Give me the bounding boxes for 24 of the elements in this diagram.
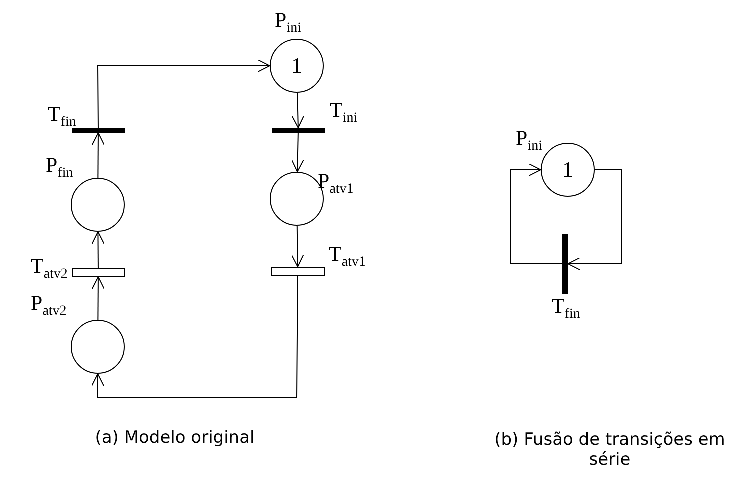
transition-label: T$_{atv1}$ bbox=[329, 244, 366, 270]
place-label: P$_{atv2}$ bbox=[31, 293, 67, 320]
transition-label: T$_{fin}$ bbox=[48, 104, 76, 130]
place-label: P$_{ini}$ bbox=[516, 128, 542, 154]
arrow bbox=[92, 276, 298, 398]
place-label: P$_{fin}$ bbox=[46, 155, 74, 182]
arrow bbox=[92, 132, 105, 178]
arrow bbox=[291, 226, 304, 268]
arrow bbox=[292, 92, 305, 128]
caption: (a) Modelo original bbox=[94, 428, 256, 448]
caption: (b) Fusão de transições em série bbox=[494, 430, 726, 470]
token-count: 1 bbox=[562, 157, 574, 183]
arrow bbox=[568, 170, 622, 270]
arrow bbox=[98, 60, 270, 128]
arrow bbox=[510, 164, 562, 264]
transition-label: T$_{ini}$ bbox=[330, 100, 358, 126]
arrow bbox=[92, 276, 105, 320]
transition-label: T$_{fin}$ bbox=[552, 296, 580, 322]
place-label: P$_{ini}$ bbox=[275, 10, 302, 36]
transition-label: T$_{atv2}$ bbox=[31, 256, 68, 282]
place-label: P$_{atv1}$ bbox=[318, 171, 354, 198]
token-count: 1 bbox=[292, 53, 302, 79]
arrow bbox=[291, 132, 304, 172]
arrow bbox=[92, 232, 105, 268]
